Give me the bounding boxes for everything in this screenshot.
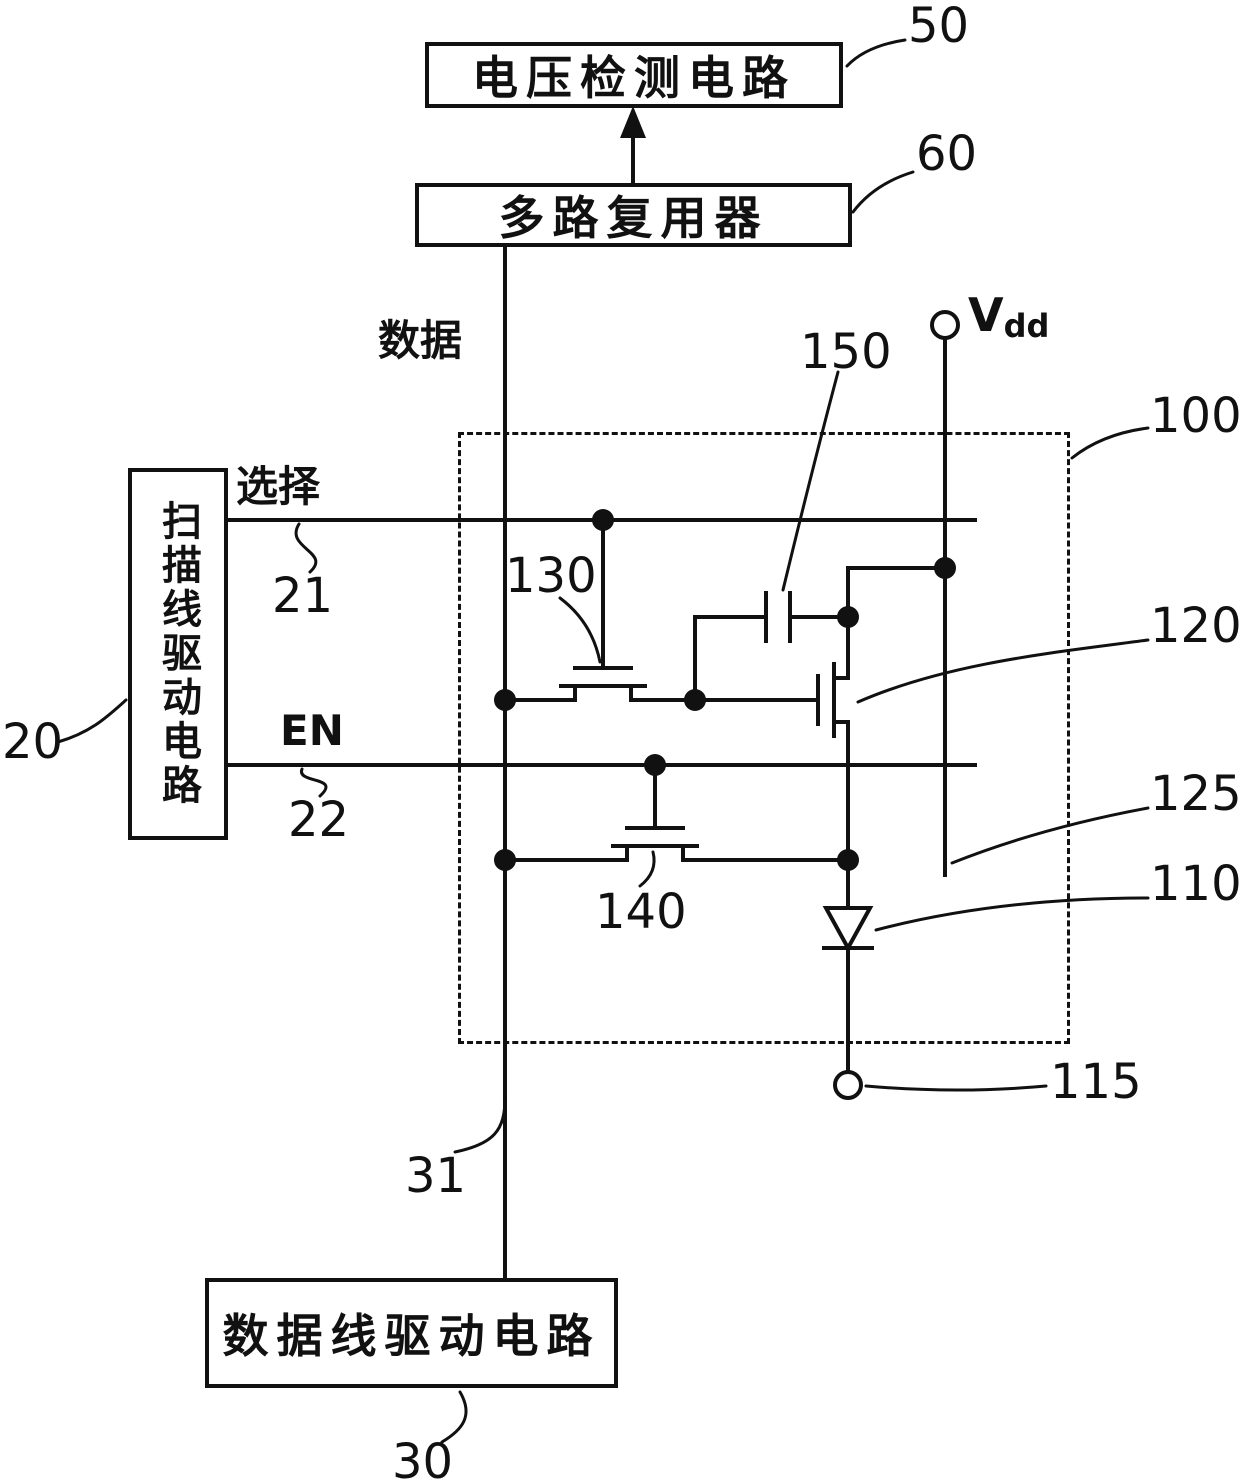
ref-label-115: 115 — [1050, 1054, 1142, 1110]
ref-label-30: 30 — [392, 1434, 454, 1483]
junction-dot — [592, 509, 614, 531]
ref-label-140: 140 — [595, 884, 687, 940]
enable-signal-label: EN — [280, 706, 344, 755]
leader-20 — [56, 698, 128, 744]
scan-driver-box: 扫描线驱动电路 — [128, 468, 228, 840]
leader-150 — [781, 370, 840, 592]
ref-label-60: 60 — [916, 126, 978, 182]
multiplexer-box: 多路复用器 — [415, 183, 852, 247]
ref-label-150: 150 — [800, 324, 892, 380]
junction-dot — [494, 849, 516, 871]
junction-dot — [934, 557, 956, 579]
leader-30 — [440, 1390, 468, 1444]
junction-dot — [837, 849, 859, 871]
vdd-label: Vdd — [968, 292, 1049, 342]
cap-left-wire — [693, 615, 768, 702]
data-driver-box: 数据线驱动电路 — [205, 1278, 618, 1388]
ref-label-20: 20 — [2, 714, 64, 770]
scan-driver-label: 扫描线驱动电路 — [155, 500, 201, 808]
ref-label-120: 120 — [1150, 598, 1240, 654]
leader-50 — [845, 38, 907, 68]
junction-dot — [644, 754, 666, 776]
leader-21 — [294, 522, 318, 574]
ref-label-100: 100 — [1150, 388, 1240, 444]
ref-label-31: 31 — [405, 1148, 467, 1204]
leader-130 — [558, 596, 602, 664]
leader-110 — [874, 896, 1150, 932]
voltage-detect-box: 电压检测电路 — [425, 42, 843, 108]
cathode-terminal-icon — [833, 1070, 863, 1100]
ref-label-21: 21 — [272, 568, 334, 624]
leader-140 — [638, 850, 656, 888]
select-signal-label: 选择 — [236, 462, 321, 511]
junction-dot — [837, 606, 859, 628]
diode-triangle — [822, 906, 874, 953]
leader-100 — [1070, 426, 1150, 460]
leader-125 — [950, 806, 1150, 865]
leader-31 — [453, 1096, 507, 1154]
ref-label-130: 130 — [505, 548, 597, 604]
leader-60 — [851, 170, 915, 214]
junction-dot — [494, 689, 516, 711]
data-driver-label: 数据线驱动电路 — [222, 1309, 601, 1363]
ref-label-22: 22 — [288, 792, 350, 848]
vdd-main-text: V — [968, 288, 1004, 342]
ref-label-125: 125 — [1150, 766, 1240, 822]
t120-source-wire — [832, 720, 850, 862]
vdd-terminal-icon — [930, 310, 960, 340]
ref-label-50: 50 — [908, 0, 970, 54]
vdd-sub-text: dd — [1003, 307, 1050, 345]
leader-120 — [856, 638, 1150, 704]
ref-label-110: 110 — [1150, 856, 1240, 912]
voltage-detect-label: 电压检测电路 — [472, 51, 796, 105]
multiplexer-label: 多路复用器 — [498, 191, 769, 245]
data-signal-label: 数据 — [378, 316, 463, 365]
arrow-up-icon — [620, 106, 646, 138]
junction-dot — [684, 689, 706, 711]
leader-22 — [300, 767, 328, 798]
pixel-cell-dashed-boundary — [458, 432, 1070, 1044]
leader-115 — [864, 1084, 1048, 1092]
